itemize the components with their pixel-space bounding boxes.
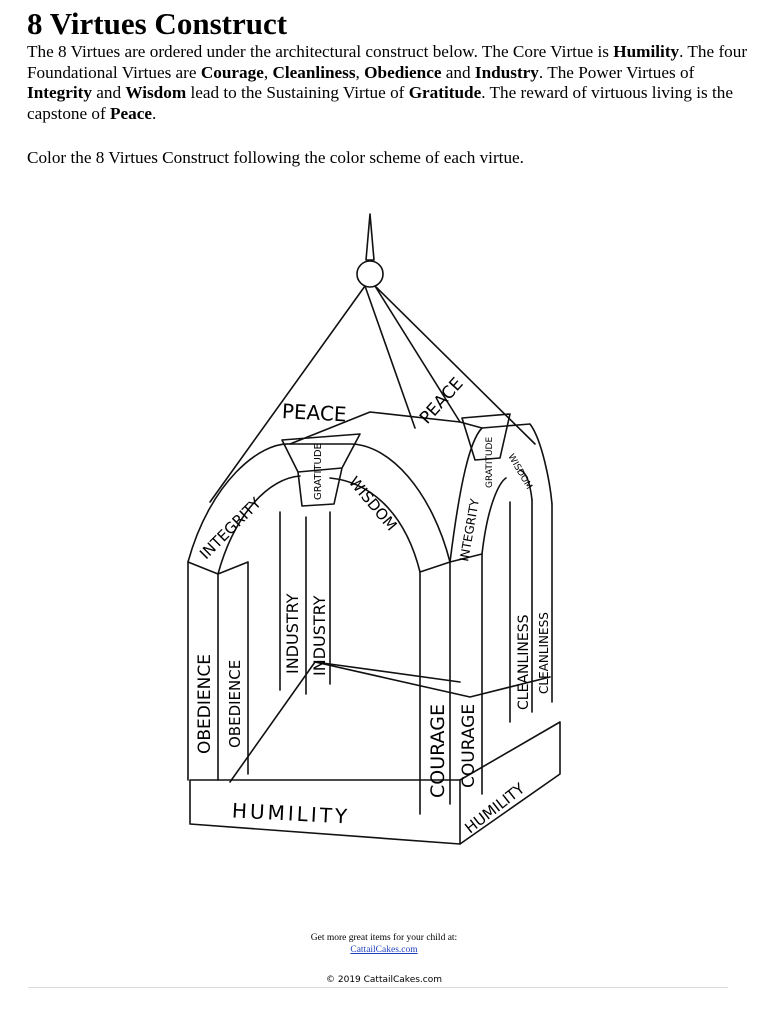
virtue-name: Gratitude (408, 83, 482, 102)
intro-text-run: and (91, 83, 126, 102)
intro-text-run: . The four Foundational Virtues are (27, 42, 748, 82)
intro-text-run: . The Power Virtues of (538, 62, 695, 82)
label-wisdom-front: WISDOM (345, 473, 401, 534)
label-peace-front: PEACE (281, 399, 347, 426)
cattailcakes-link[interactable]: CattailCakes.com (350, 945, 418, 955)
intro-text-run: lead to the Sustaining Virtue of (186, 83, 409, 102)
footer-link-line: CattailCakes.com (0, 945, 768, 955)
keystone-front (281, 433, 361, 507)
intro-text-run: , (263, 62, 273, 82)
label-courage-2: COURAGE (459, 704, 479, 788)
label-courage-1: COURAGE (427, 704, 449, 798)
label-integrity-side: INTEGRITY (457, 497, 482, 562)
pillar-industry (279, 511, 331, 695)
label-cleanliness-2: CLEANLINESS (537, 612, 551, 694)
label-obedience-1: OBEDIENCE (195, 654, 215, 754)
spire (365, 213, 375, 261)
pillar-courage (419, 561, 451, 815)
instruction-text: Color the 8 Virtues Construct following … (27, 148, 524, 167)
virtue-name: Industry (474, 62, 539, 82)
label-humility-front: HUMILITY (231, 798, 350, 828)
footer-more-text: Get more great items for your child at: (310, 933, 458, 943)
label-wisdom-side: WISDOM (505, 453, 533, 492)
copyright-text: © 2019 CattailCakes.com (326, 975, 442, 985)
virtues-construct-drawing: PEACE PEACE GRATITUDE GRATITUDE INTEGRIT… (170, 182, 590, 892)
intro-text-run: . (152, 103, 157, 123)
virtue-name: Wisdom (125, 83, 187, 102)
virtue-name: Humility (613, 42, 680, 61)
virtue-name: Integrity (27, 83, 92, 102)
label-industry-2: INDUSTRY (310, 595, 329, 676)
pillar-obedience-side (217, 561, 249, 775)
side-base (459, 721, 561, 845)
label-cleanliness-1: CLEANLINESS (516, 614, 532, 710)
intro-text-run: . The reward of virtuous living is the c… (27, 83, 733, 123)
pillar-obedience-front (187, 561, 219, 781)
virtue-name: Courage (200, 62, 264, 82)
label-gratitude-side: GRATITUDE (485, 437, 495, 488)
label-industry-1: INDUSTRY (283, 593, 302, 674)
front-arch (187, 443, 451, 575)
label-gratitude-front: GRATITUDE (313, 443, 324, 500)
intro-paragraph: The 8 Virtues are ordered under the arch… (27, 42, 752, 124)
virtue-name: Obedience (364, 62, 442, 82)
label-obedience-2: OBEDIENCE (226, 660, 244, 748)
footer-divider (28, 987, 728, 988)
finial-ball (356, 260, 384, 288)
pillar-cleanliness (509, 499, 553, 723)
label-integrity-front: INTEGRITY (196, 494, 265, 563)
virtue-name: Cleanliness (272, 62, 356, 82)
page-title: 8 Virtues Construct (27, 6, 288, 41)
virtue-name: Peace (110, 103, 153, 123)
intro-text-run: , (355, 62, 365, 82)
keystone-side (461, 413, 511, 461)
intro-text-run: The 8 Virtues are ordered under the arch… (27, 42, 614, 61)
intro-text-run: and (441, 62, 475, 82)
roof-lines (209, 285, 536, 503)
